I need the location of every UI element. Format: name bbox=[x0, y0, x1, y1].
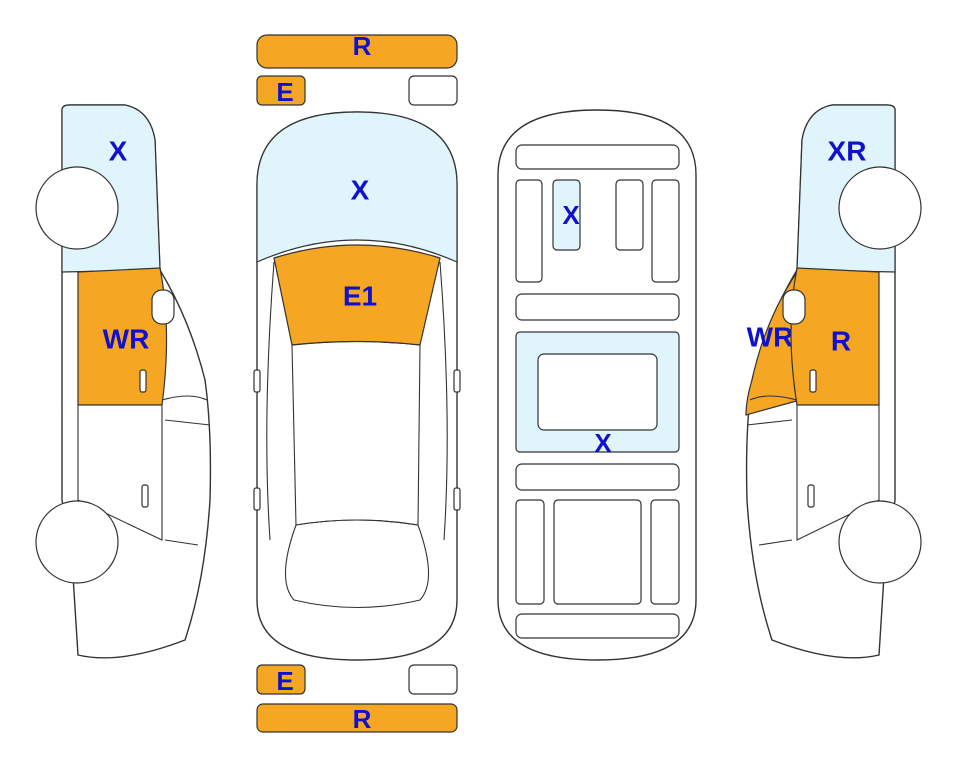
right-rear-wheel bbox=[838, 500, 922, 584]
left-handle-front bbox=[139, 369, 147, 393]
right-side-line bbox=[439, 261, 448, 541]
left-side-line bbox=[266, 261, 275, 541]
left-rear-wheel bbox=[35, 500, 119, 584]
right-front-door-label: R bbox=[831, 326, 851, 357]
rear-panel bbox=[515, 613, 680, 639]
roof-middle-label: X bbox=[594, 428, 612, 458]
hood-label: X bbox=[351, 175, 370, 206]
left-mirror bbox=[253, 369, 261, 393]
right-side-view: XR WR R bbox=[745, 104, 922, 659]
right-mirror bbox=[453, 369, 461, 393]
rear-panel-center bbox=[553, 499, 642, 605]
left-lower-line bbox=[164, 539, 199, 546]
seat-center-front bbox=[615, 179, 644, 251]
windshield-label: E1 bbox=[343, 281, 377, 312]
rear-right-light[interactable] bbox=[408, 664, 458, 695]
right-pillar-label: WR bbox=[747, 322, 794, 353]
left-front-door-label: WR bbox=[103, 324, 150, 355]
right-rear-door bbox=[796, 404, 880, 541]
right-window-line bbox=[749, 395, 798, 401]
front-right-light[interactable] bbox=[408, 75, 458, 106]
top-view: R E X E1 E R bbox=[253, 31, 461, 734]
right-handle bbox=[453, 487, 461, 511]
left-handle-rear bbox=[141, 484, 149, 508]
crossbar-rear bbox=[515, 463, 680, 491]
rear-left-light-label: E bbox=[276, 666, 293, 696]
right-sill-line bbox=[746, 419, 793, 426]
crossbar-front bbox=[515, 293, 680, 321]
seat-left-rear bbox=[515, 499, 545, 605]
right-mirror-side bbox=[782, 289, 806, 325]
roof-front[interactable] bbox=[552, 179, 581, 251]
right-front-wheel bbox=[838, 166, 922, 250]
right-handle-rear bbox=[807, 484, 815, 508]
front-left-light-label: E bbox=[276, 77, 293, 107]
left-handle bbox=[253, 487, 261, 511]
left-mirror-side bbox=[151, 289, 175, 325]
sunroof bbox=[537, 353, 658, 431]
front-bumper-label: R bbox=[353, 31, 372, 61]
right-lower-line bbox=[758, 539, 793, 546]
seat-right-rear bbox=[650, 499, 680, 605]
rear-window bbox=[284, 519, 430, 609]
left-sill-line bbox=[164, 419, 211, 426]
rear-bumper[interactable] bbox=[256, 703, 458, 733]
seat-left-front bbox=[515, 179, 543, 283]
seat-right-front bbox=[651, 179, 680, 283]
interior-view: X X bbox=[497, 109, 697, 661]
right-fender-label: XR bbox=[828, 136, 867, 167]
right-handle-front bbox=[809, 369, 817, 393]
left-fender-label: X bbox=[109, 136, 128, 167]
roof-front-label: X bbox=[562, 200, 580, 230]
front-bumper[interactable] bbox=[256, 34, 458, 69]
hood[interactable] bbox=[256, 111, 458, 263]
left-front-wheel bbox=[35, 166, 119, 250]
left-side-view: X WR bbox=[35, 104, 212, 659]
front-panel bbox=[515, 144, 680, 170]
rear-bumper-label: R bbox=[353, 704, 372, 734]
left-rear-door bbox=[77, 404, 163, 541]
left-window-line bbox=[161, 395, 208, 401]
front-left-light[interactable] bbox=[256, 75, 306, 106]
rear-left-light[interactable] bbox=[256, 664, 306, 695]
